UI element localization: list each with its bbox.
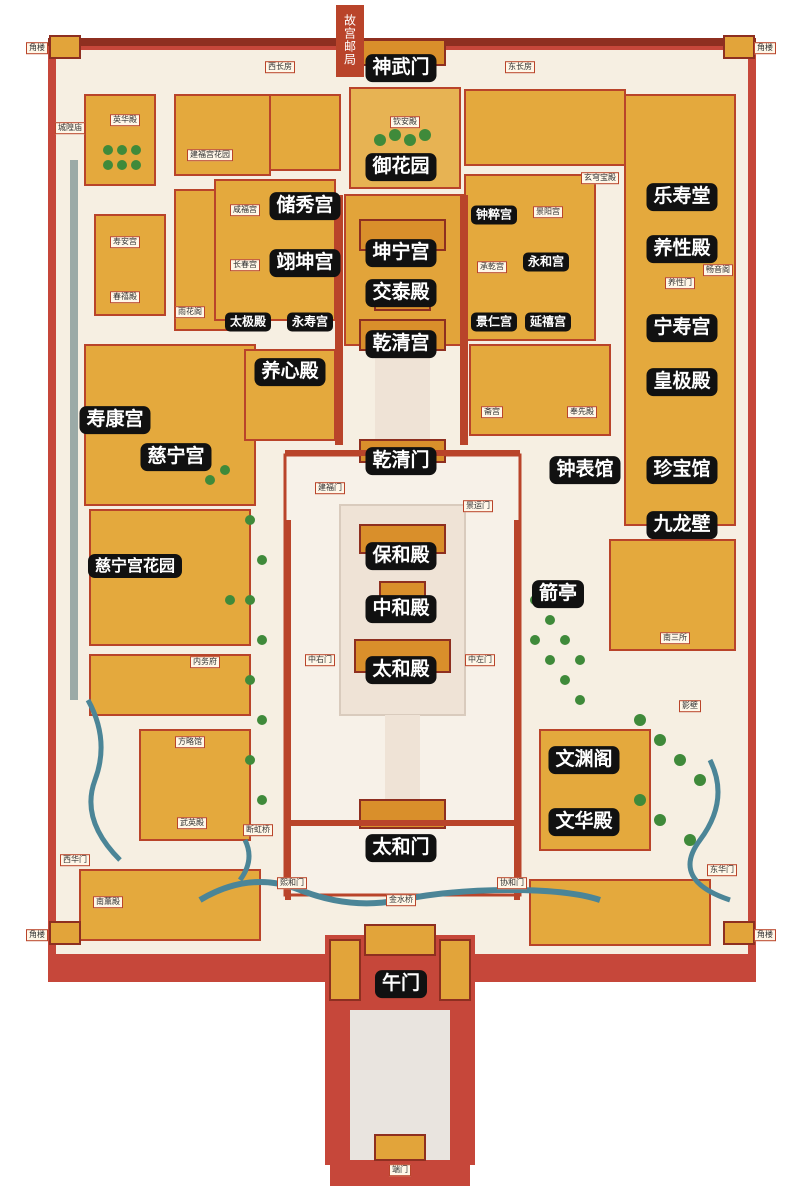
west-channel <box>70 160 78 700</box>
label-yuhuayuan[interactable]: 御花园 <box>365 153 437 181</box>
xihuamen-plaque: 西华门 <box>60 854 90 866</box>
chengqiangong-plaque: 承乾宫 <box>477 261 507 273</box>
label-leshoutang[interactable]: 乐寿堂 <box>646 183 718 211</box>
shouangong-plaque: 寿安宫 <box>110 236 140 248</box>
label-kunninggong[interactable]: 坤宁宫 <box>365 239 437 267</box>
xuanqiongbaodian-plaque: 玄穹宝殿 <box>581 172 619 184</box>
xianfugong-plaque: 咸福宫 <box>230 204 260 216</box>
label-yongshougong[interactable]: 永寿宫 <box>286 312 334 332</box>
label-taijidian[interactable]: 太极殿 <box>224 312 272 332</box>
label-qianqingmen[interactable]: 乾清门 <box>365 447 437 475</box>
corner-tower-sw: 角楼 <box>26 929 48 941</box>
label-jianting[interactable]: 箭亭 <box>531 580 585 608</box>
chunxidian-plaque: 春禧殿 <box>110 291 140 303</box>
trees <box>103 129 706 846</box>
nanxundian-plaque: 南薰殿 <box>93 896 123 908</box>
label-huangjidian[interactable]: 皇极殿 <box>646 368 718 396</box>
fanglueguan-plaque: 方略馆 <box>175 736 205 748</box>
jingyanggong-plaque: 景阳宫 <box>533 206 563 218</box>
duanmen-plaque: 端门 <box>389 1164 411 1176</box>
label-shoukanggong[interactable]: 寿康宫 <box>79 406 151 434</box>
northeast-quarter <box>464 89 736 526</box>
wuyingdian-plaque: 武英殿 <box>177 817 207 829</box>
jinshuiqiao-plaque: 金水桥 <box>386 894 416 906</box>
xihemen-plaque: 熙和门 <box>277 877 307 889</box>
label-wumen[interactable]: 午门 <box>374 970 428 998</box>
corner-tower-se: 角楼 <box>754 929 776 941</box>
label-wenyuange[interactable]: 文渊阁 <box>548 746 620 774</box>
dongchangfang-plaque: 东长房 <box>505 61 535 73</box>
jingyunmen-plaque: 景运门 <box>463 500 493 512</box>
meridian-gate <box>325 924 475 1186</box>
yingbi-plaque: 影壁 <box>679 700 701 712</box>
label-cininggong-huayuan[interactable]: 慈宁宫花园 <box>87 554 183 578</box>
label-yikungong[interactable]: 翊坤宫 <box>269 249 341 277</box>
label-shenwumen[interactable]: 神武门 <box>365 54 437 82</box>
label-yonghegong[interactable]: 永和宫 <box>522 252 570 272</box>
label-zhongcuigong[interactable]: 钟粹宫 <box>470 205 518 225</box>
jianfumen-plaque: 建福门 <box>315 482 345 494</box>
label-chuxiugong[interactable]: 储秀宫 <box>269 192 341 220</box>
duanhongqiao-plaque: 断虹桥 <box>243 824 273 836</box>
label-yangxindian[interactable]: 养心殿 <box>254 358 326 386</box>
corner-tower-nw: 角楼 <box>26 42 48 54</box>
zhongyoumen-plaque: 中右门 <box>305 654 335 666</box>
post-office-sign: 故宫邮局 <box>342 14 357 66</box>
yangxingmen-plaque: 养性门 <box>665 277 695 289</box>
label-taihedian[interactable]: 太和殿 <box>365 656 437 684</box>
label-zhongbiaoguan[interactable]: 钟表馆 <box>549 456 621 484</box>
fengxiandian-plaque: 奉先殿 <box>567 406 597 418</box>
label-taihemen[interactable]: 太和门 <box>365 834 437 862</box>
label-wenhuadian[interactable]: 文华殿 <box>548 808 620 836</box>
post-office-banner <box>336 5 364 77</box>
label-yanxigong[interactable]: 延禧宫 <box>524 312 572 332</box>
changyinge-plaque: 畅音阁 <box>703 264 733 276</box>
chenghuangmiao-plaque: 城隍庙 <box>55 122 85 134</box>
label-cininggong[interactable]: 慈宁宫 <box>140 443 212 471</box>
label-jiulongbi[interactable]: 九龙壁 <box>646 511 718 539</box>
nansansuo-plaque: 南三所 <box>660 632 690 644</box>
label-zhonghedian[interactable]: 中和殿 <box>365 595 437 623</box>
label-baohedian[interactable]: 保和殿 <box>365 542 437 570</box>
neiwufu-plaque: 内务府 <box>190 656 220 668</box>
label-yangxingdian[interactable]: 养性殿 <box>646 235 718 263</box>
label-jingrengong[interactable]: 景仁宫 <box>470 312 518 332</box>
label-qianqinggong[interactable]: 乾清宫 <box>365 330 437 358</box>
donghuamen-plaque: 东华门 <box>707 864 737 876</box>
xichangfang-plaque: 西长房 <box>265 61 295 73</box>
corner-tower-ne: 角楼 <box>754 42 776 54</box>
yinghuadian-plaque: 英华殿 <box>110 114 140 126</box>
zhaigong-plaque: 斋宫 <box>481 406 503 418</box>
jianfugong-huayuan-plaque: 建福宫花园 <box>187 149 233 161</box>
yuhuage-plaque: 雨花阁 <box>175 306 205 318</box>
label-ningshougong[interactable]: 宁寿宫 <box>646 314 718 342</box>
qinandian-plaque: 钦安殿 <box>390 116 420 128</box>
changchungong-plaque: 长春宫 <box>230 259 260 271</box>
label-zhenbaoguan[interactable]: 珍宝馆 <box>646 456 718 484</box>
label-jiaotaidian[interactable]: 交泰殿 <box>365 279 437 307</box>
zhongzuomen-plaque: 中左门 <box>465 654 495 666</box>
xiehemen-plaque: 协和门 <box>497 877 527 889</box>
